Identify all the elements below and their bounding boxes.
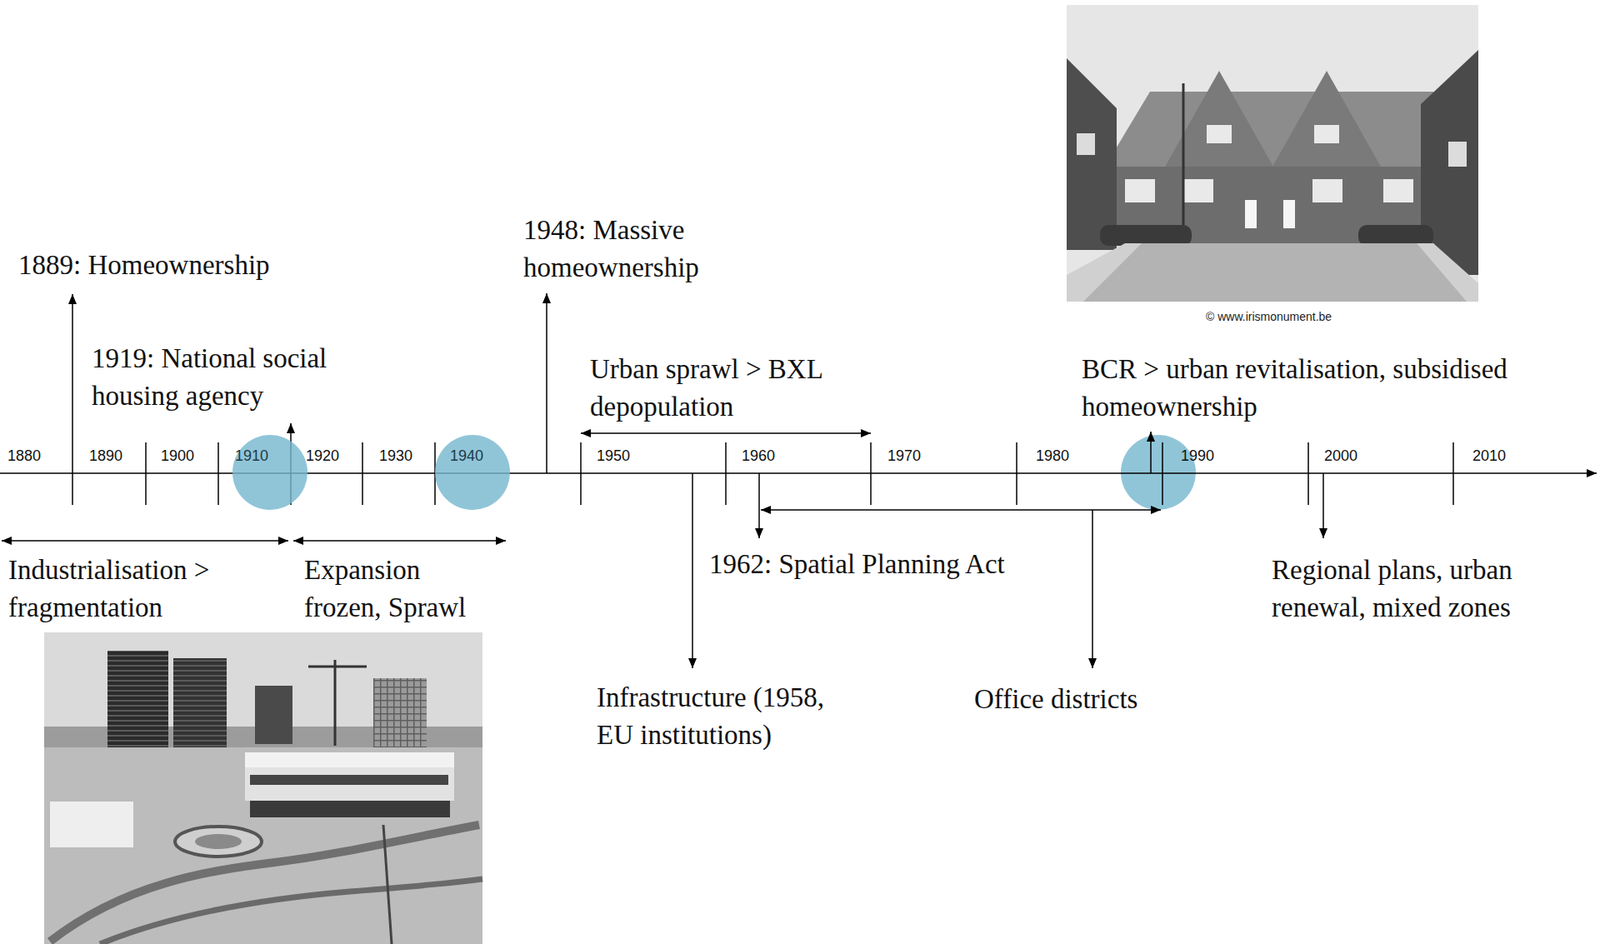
timeline-annotation: 1962: Spatial Planning Act xyxy=(709,545,1005,584)
tick xyxy=(1307,442,1310,505)
window xyxy=(1076,133,1095,155)
crane-jib xyxy=(308,665,367,669)
door xyxy=(1283,200,1295,229)
tick xyxy=(580,442,582,505)
year-label: 1880 xyxy=(7,447,41,465)
event-arrows xyxy=(72,293,1324,669)
construction-photo xyxy=(44,632,483,944)
building-under-construction xyxy=(373,678,427,748)
year-label: 1900 xyxy=(160,447,195,465)
office-tower xyxy=(107,650,169,748)
event-arrow xyxy=(71,294,74,505)
tick-marks xyxy=(145,442,1454,505)
photo-credit: © www.irismonument.be xyxy=(1205,310,1332,324)
year-label: 1910 xyxy=(235,447,269,465)
highlight-circle xyxy=(1120,435,1196,510)
event-arrow xyxy=(691,473,694,669)
period-span xyxy=(580,432,871,435)
building-frame xyxy=(373,678,427,748)
tick xyxy=(1452,442,1455,505)
window xyxy=(1183,179,1214,203)
timeline-annotation: 1948: Massive homeownership xyxy=(523,211,724,287)
period-span xyxy=(293,540,506,542)
street xyxy=(1066,243,1479,302)
timeline-annotation: Infrastructure (1958, EU institutions) xyxy=(596,679,843,755)
site-ground xyxy=(44,747,483,944)
tick xyxy=(1161,442,1164,505)
house-gable xyxy=(1272,70,1381,167)
event-arrow xyxy=(545,293,548,474)
tick xyxy=(870,442,872,505)
sidewalk xyxy=(1416,243,1479,302)
event-arrow xyxy=(1150,431,1152,474)
timeline-annotation: 1889: Homeownership xyxy=(18,246,270,285)
housing-photo xyxy=(1066,5,1479,302)
tower-windows xyxy=(173,658,227,748)
crane-mast xyxy=(334,660,337,746)
timeline-annotation: Urban sprawl > BXL depopulation xyxy=(590,350,857,426)
office-building xyxy=(255,685,293,745)
year-label: 1990 xyxy=(1180,447,1215,465)
window xyxy=(1125,179,1155,203)
window xyxy=(1312,179,1343,203)
year-label: 2010 xyxy=(1472,447,1506,465)
low-building xyxy=(50,801,134,848)
year-label: 1950 xyxy=(596,447,630,465)
road-ramp xyxy=(175,826,262,857)
timeline-annotation: Regional plans, urban renewal, mixed zon… xyxy=(1271,551,1547,627)
year-label: 1930 xyxy=(379,447,413,465)
sidewalk xyxy=(1066,243,1142,302)
year-label: 1970 xyxy=(887,447,921,465)
hedge xyxy=(1358,225,1434,246)
window xyxy=(1206,125,1232,144)
tick xyxy=(145,442,147,505)
tower-windows xyxy=(107,650,169,748)
timeline-annotation: Office districts xyxy=(974,680,1138,719)
photo-sky xyxy=(44,632,483,944)
year-label: 1890 xyxy=(89,447,123,465)
event-arrow xyxy=(1322,473,1325,539)
building-shadow xyxy=(250,800,450,818)
building-windows xyxy=(250,775,449,785)
year-label: 1940 xyxy=(450,447,484,465)
office-tower xyxy=(173,658,227,748)
event-arrow xyxy=(758,473,760,539)
house-gable xyxy=(1165,70,1274,167)
window xyxy=(1383,179,1414,203)
year-label: 1960 xyxy=(741,447,775,465)
tick xyxy=(217,442,220,505)
flat-building-roof xyxy=(245,752,455,768)
hedge xyxy=(1100,225,1192,246)
utility-pole xyxy=(383,825,392,944)
lamp-post xyxy=(1182,83,1185,244)
period-circle: 1910 xyxy=(232,435,308,510)
year-label: 2000 xyxy=(1324,447,1358,465)
year-label: 1980 xyxy=(1035,447,1070,465)
period-spans xyxy=(1,433,1161,541)
tick xyxy=(361,442,364,505)
timeline-annotation: Expansion frozen, Sprawl xyxy=(304,551,484,627)
period-span xyxy=(1,540,289,542)
flat-building xyxy=(245,767,455,801)
road xyxy=(100,879,483,944)
event-arrow xyxy=(1091,510,1094,669)
photo-sky xyxy=(1066,5,1479,302)
year-label: 1920 xyxy=(305,447,340,465)
tick xyxy=(1015,442,1018,505)
period-circle: 1940 xyxy=(435,435,510,510)
side-house xyxy=(1066,58,1117,250)
tick xyxy=(725,442,727,505)
timeline-annotation: Industrialisation > fragmentation xyxy=(8,551,242,627)
ramp-center xyxy=(195,834,242,850)
window xyxy=(1314,125,1340,144)
period-span xyxy=(760,509,1161,511)
door xyxy=(1245,200,1257,229)
window xyxy=(1448,141,1467,167)
timeline-annotation: BCR > urban revitalisation, subsidised h… xyxy=(1081,350,1557,426)
timeline-annotation: 1919: National social housing agency xyxy=(91,340,359,415)
